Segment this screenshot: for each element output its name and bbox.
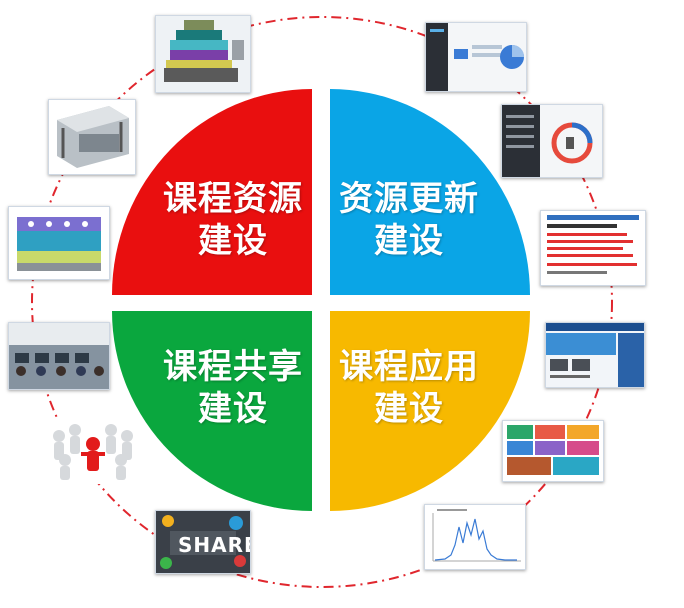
thumbnail-classroom: [8, 322, 110, 390]
thumbnail-team-figures: [45, 420, 141, 484]
label-course-sharing-line1: 课程共享: [158, 346, 308, 388]
thumbnail-mold-press: [155, 15, 251, 93]
thumbnail-document-notice: [540, 210, 646, 286]
label-course-resource: 课程资源 建设: [158, 178, 308, 262]
label-course-application: 课程应用 建设: [334, 346, 484, 430]
share-text: SHARE: [178, 533, 251, 557]
label-course-resource-line2: 建设: [158, 220, 308, 262]
label-resource-update-line2: 建设: [334, 220, 484, 262]
label-course-sharing-line2: 建设: [158, 388, 308, 430]
label-course-resource-line1: 课程资源: [158, 178, 308, 220]
label-course-application-line1: 课程应用: [334, 346, 484, 388]
label-course-application-line2: 建设: [334, 388, 484, 430]
thumbnail-line-chart: [424, 504, 526, 570]
thumbnail-course-webpage: [545, 322, 645, 388]
thumbnail-dashboard-gauge: [501, 104, 603, 178]
thumbnail-mold-machine: [48, 99, 136, 175]
thumbnail-dashboard-percent: [425, 22, 527, 92]
label-resource-update-line1: 资源更新: [334, 178, 484, 220]
label-course-sharing: 课程共享 建设: [158, 346, 308, 430]
label-resource-update: 资源更新 建设: [334, 178, 484, 262]
thumbnail-mold-assembly: [8, 206, 110, 280]
thumbnail-share: SHARE: [155, 510, 251, 574]
thumbnail-tile-menu: [502, 420, 604, 482]
